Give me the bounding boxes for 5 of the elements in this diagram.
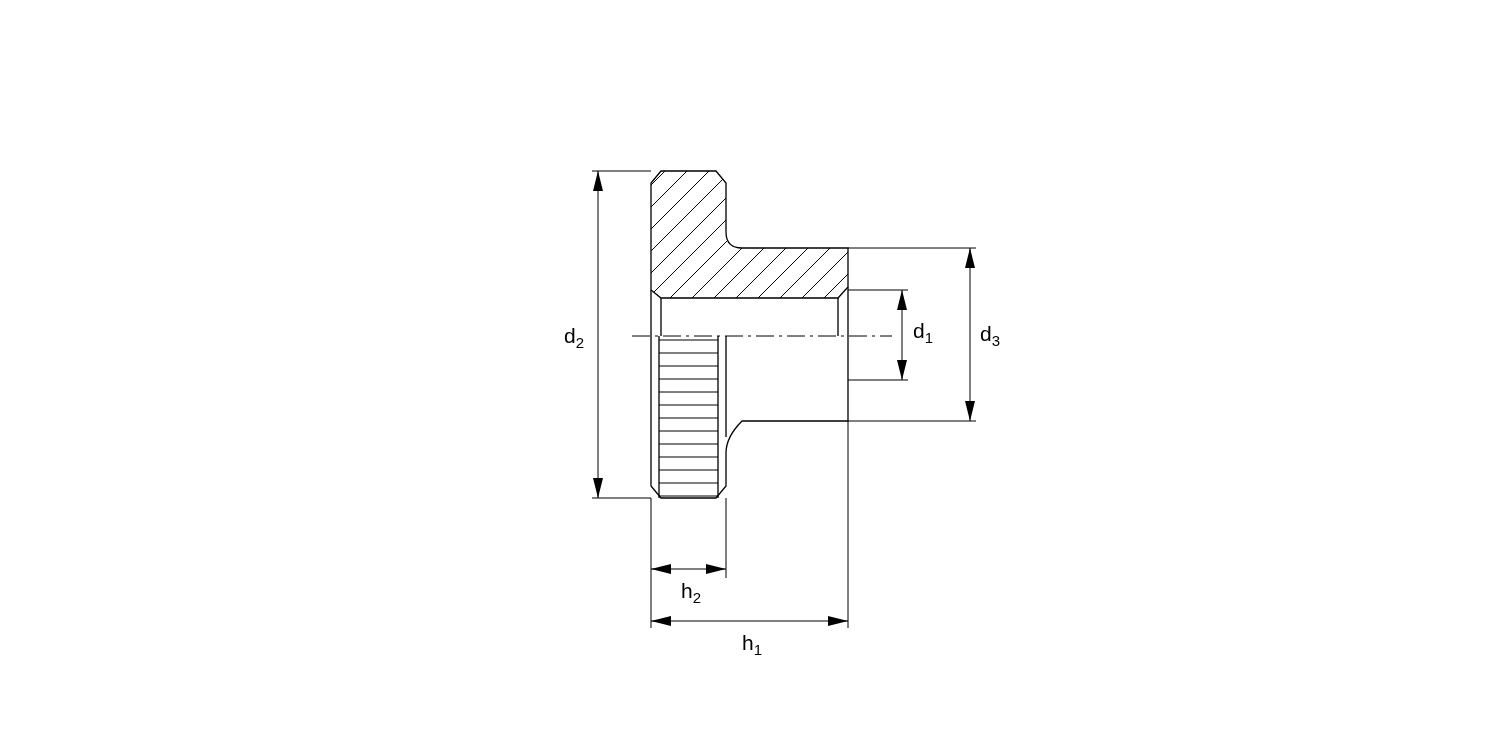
dimension-label: d$_{1}$ (913, 320, 934, 346)
dimension-label: h$_{1}$ (742, 632, 763, 658)
dimension-label: h$_{2}$ (681, 580, 702, 606)
dimension-label: d$_{3}$ (980, 323, 1001, 349)
dimension-label: d$_{2}$ (564, 325, 585, 351)
